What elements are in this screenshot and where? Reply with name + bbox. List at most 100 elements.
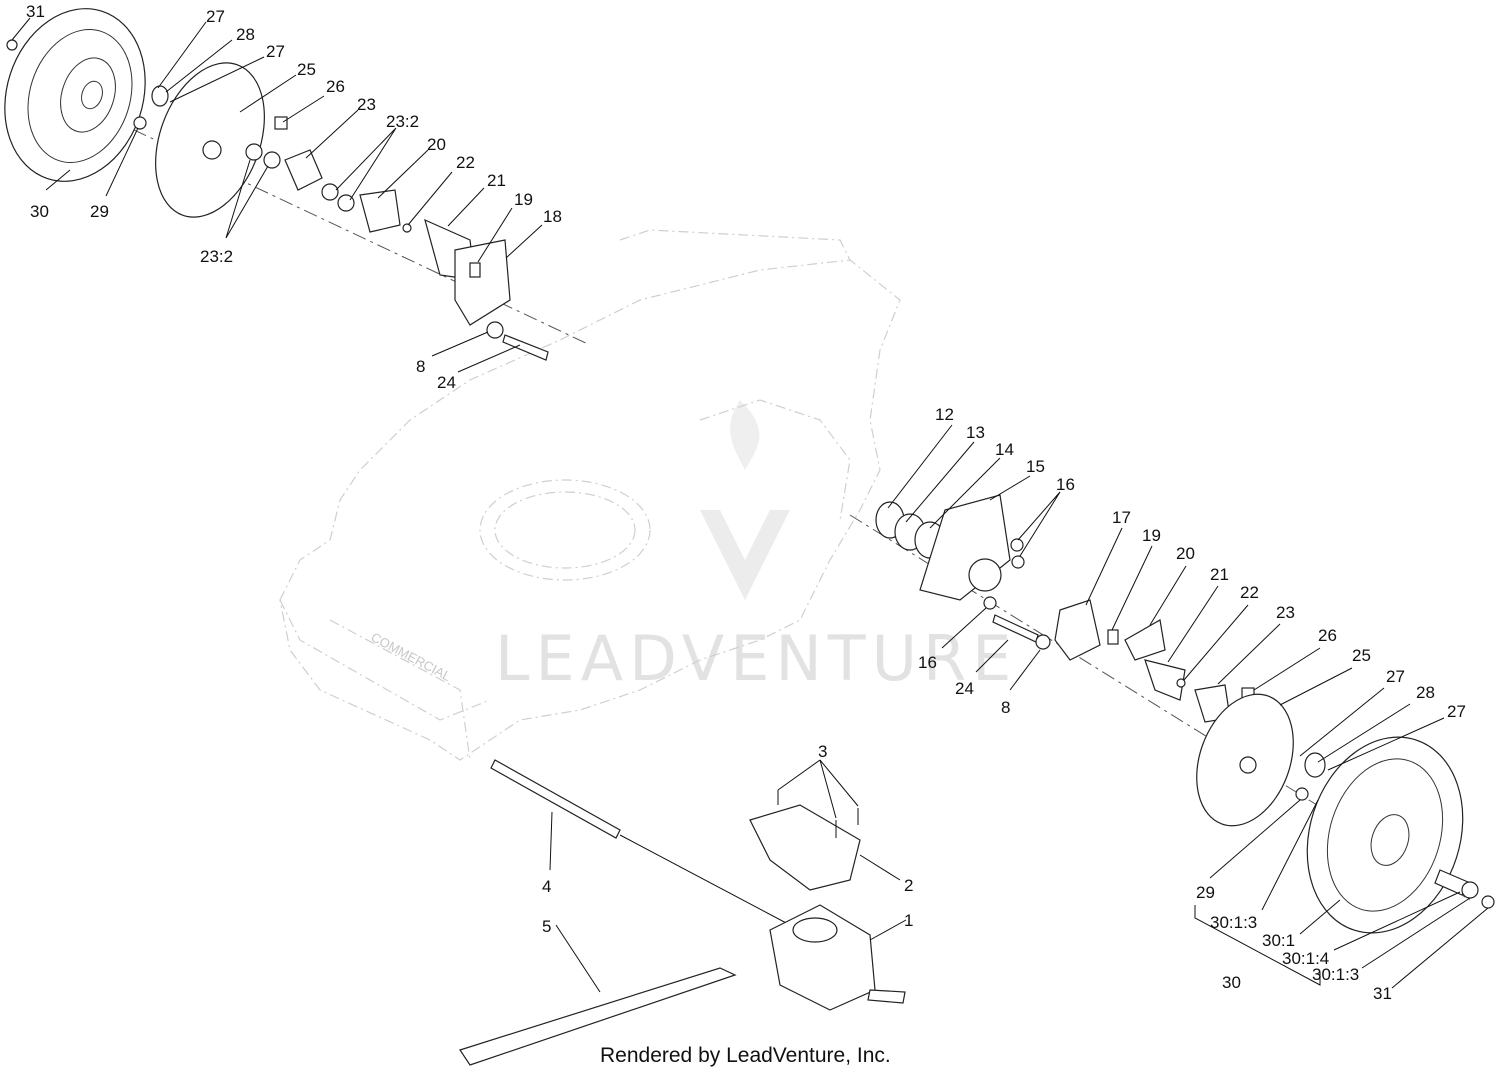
callout-30-1-4: 30:1:4 xyxy=(1282,949,1329,968)
callout-5: 5 xyxy=(542,917,551,936)
left-wheel xyxy=(4,8,146,182)
callout-30-1-3: 30:1:3 xyxy=(1312,965,1359,984)
left-pinion-23 xyxy=(284,149,323,191)
left-spacer-b xyxy=(263,151,281,169)
callout-labels: 31 27 28 27 25 26 23 23:2 20 22 21 19 18… xyxy=(26,2,1466,1003)
callout-16: 16 xyxy=(1056,475,1075,494)
right-screw-22 xyxy=(1176,678,1186,688)
left-screw-22 xyxy=(402,223,412,233)
right-pin-19 xyxy=(1107,629,1119,645)
callout-16: 16 xyxy=(918,653,937,672)
right-bushing-30-1-3 xyxy=(1461,881,1479,899)
right-pawl-20 xyxy=(1124,619,1166,661)
right-nut-16c xyxy=(983,596,997,610)
callout-27: 27 xyxy=(1447,702,1466,721)
right-axle-stub xyxy=(1434,869,1469,896)
gearbox-output-shaft xyxy=(867,989,906,1004)
callout-24: 24 xyxy=(955,679,974,698)
left-washer-b xyxy=(337,194,355,212)
right-hub-cap-31 xyxy=(1481,895,1495,909)
callout-28: 28 xyxy=(1416,683,1435,702)
right-washer-29 xyxy=(1295,787,1309,801)
callout-19: 19 xyxy=(1142,526,1161,545)
callout-26: 26 xyxy=(326,77,345,96)
footer-credit: Rendered by LeadVenture, Inc. xyxy=(600,1044,891,1067)
right-nut-16a xyxy=(1010,538,1024,552)
callout-23-2: 23:2 xyxy=(386,112,419,131)
left-spacer-a xyxy=(245,143,263,161)
left-bearing-28 xyxy=(151,85,169,107)
leader-lines xyxy=(11,17,1489,993)
callout-27: 27 xyxy=(206,7,225,26)
left-washer-8 xyxy=(486,321,504,339)
callout-23-2: 23:2 xyxy=(200,247,233,266)
left-axle-centerline xyxy=(59,94,591,346)
transmission-bracket-2 xyxy=(749,804,861,891)
watermark-text: LEADVENTURE xyxy=(495,622,1017,695)
left-bracket-18 xyxy=(454,239,511,326)
gearbox-pulley xyxy=(792,917,838,943)
left-bolt-24 xyxy=(502,334,549,361)
belt-5 xyxy=(459,967,737,1066)
right-nut-16b xyxy=(1011,555,1025,569)
callout-13: 13 xyxy=(966,423,985,442)
left-bolt-26 xyxy=(274,116,288,130)
callout-12: 12 xyxy=(935,405,954,424)
left-cover-hub xyxy=(202,140,222,160)
callout-15: 15 xyxy=(1026,457,1045,476)
bolts-3 xyxy=(777,790,859,838)
right-wheel xyxy=(1306,736,1464,934)
callout-18: 18 xyxy=(543,207,562,226)
right-plate-21 xyxy=(1144,659,1186,701)
callout-27: 27 xyxy=(266,42,285,61)
callout-26: 26 xyxy=(1318,626,1337,645)
callout-14: 14 xyxy=(995,440,1014,459)
callout-30-1: 30:1 xyxy=(1262,931,1295,950)
callout-30-1-3: 30:1:3 xyxy=(1210,913,1257,932)
callout-28: 28 xyxy=(236,25,255,44)
left-pin-19 xyxy=(469,262,481,278)
callout-4: 4 xyxy=(542,877,551,896)
callout-19: 19 xyxy=(514,190,533,209)
group-bracket-30 xyxy=(1194,905,1321,986)
right-bearing-28 xyxy=(1304,752,1326,778)
spring-4 xyxy=(490,759,621,839)
callout-21: 21 xyxy=(487,171,506,190)
callout-29: 29 xyxy=(90,202,109,221)
left-washer-a xyxy=(321,183,339,201)
watermark: LEADVENTURE xyxy=(495,400,1017,695)
callout-21: 21 xyxy=(1210,565,1229,584)
right-washer-8 xyxy=(1035,634,1051,650)
callout-1: 1 xyxy=(904,911,913,930)
left-hub-cap xyxy=(6,39,18,51)
callout-25: 25 xyxy=(1352,646,1371,665)
callout-27: 27 xyxy=(1386,667,1405,686)
drive-cable xyxy=(619,834,791,926)
callout-23: 23 xyxy=(1276,603,1295,622)
right-plate-bearing xyxy=(968,558,1002,592)
callout-29: 29 xyxy=(1196,883,1215,902)
callout-8: 8 xyxy=(416,357,425,376)
deck-brand-label: COMMERCIAL xyxy=(369,629,454,684)
callout-23: 23 xyxy=(357,95,376,114)
callout-20: 20 xyxy=(1176,544,1195,563)
callout-22: 22 xyxy=(456,153,475,172)
left-pawl-20 xyxy=(359,189,401,233)
callout-3: 3 xyxy=(818,742,827,761)
callout-30: 30 xyxy=(30,202,49,221)
callout-31: 31 xyxy=(26,2,45,21)
callout-24: 24 xyxy=(437,373,456,392)
callout-22: 22 xyxy=(1240,583,1259,602)
callout-8: 8 xyxy=(1001,698,1010,717)
right-bracket-17 xyxy=(1054,599,1101,661)
callout-31: 31 xyxy=(1373,984,1392,1003)
left-washer-29 xyxy=(133,116,147,130)
callout-20: 20 xyxy=(427,135,446,154)
callout-25: 25 xyxy=(297,60,316,79)
left-wheel-cover-25 xyxy=(155,62,265,218)
callout-17: 17 xyxy=(1112,508,1131,527)
callout-30: 30 xyxy=(1222,973,1241,992)
callout-2: 2 xyxy=(904,876,913,895)
